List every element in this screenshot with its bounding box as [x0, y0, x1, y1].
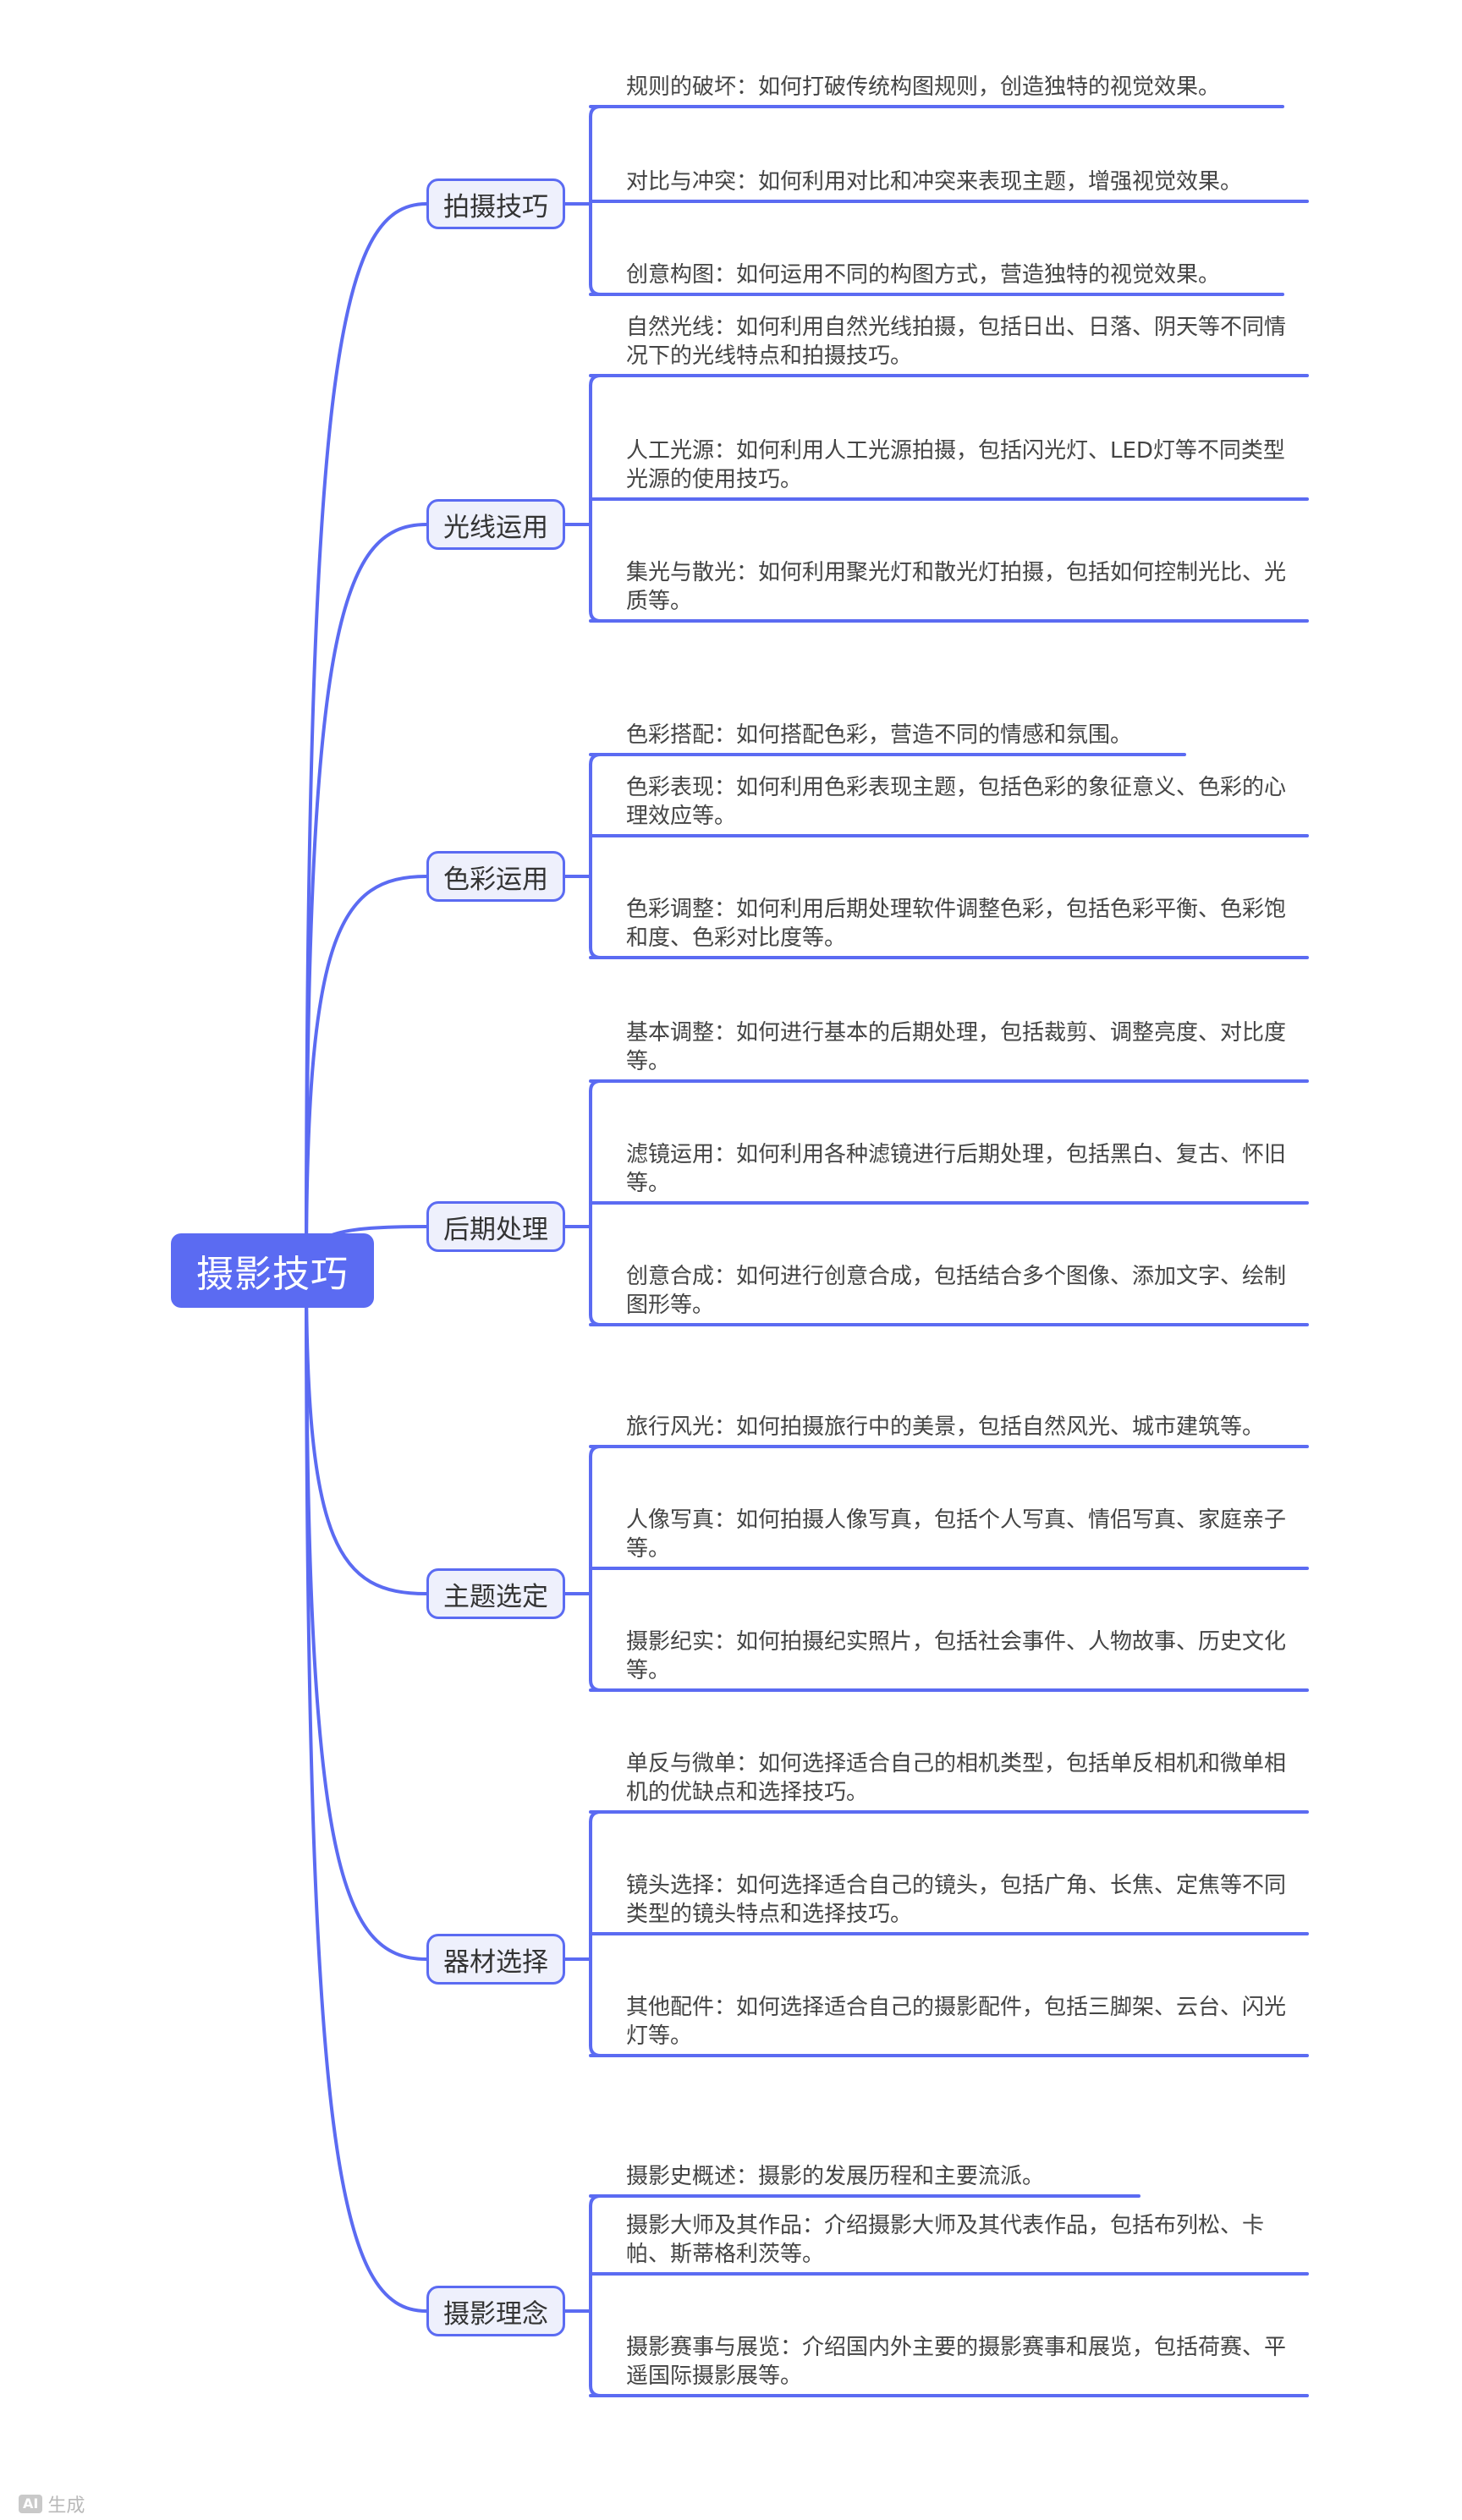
branch-topic[interactable]: 后期处理: [426, 1201, 565, 1252]
root-branch-connector: [305, 875, 428, 1272]
leaf-topic[interactable]: 旅行风光：如何拍摄旅行中的美景，包括自然风光、城市建筑等。: [626, 1414, 1265, 1440]
watermark-text: 生成: [47, 2495, 85, 2517]
leaf-topic[interactable]: 镜头选择：如何选择适合自己的镜头，包括广角、长焦、定焦等不同类型的镜头特点和选择…: [626, 1873, 1287, 1927]
leaf-topic[interactable]: 摄影大师及其作品：介绍摄影大师及其代表作品，包括布列松、卡帕、斯蒂格利茨等。: [626, 2213, 1265, 2267]
leaf-topic[interactable]: 色彩表现：如何利用色彩表现主题，包括色彩的象征意义、色彩的心理效应等。: [626, 775, 1287, 829]
root-branch-connector: [305, 1269, 428, 1961]
leaf-topic[interactable]: 人像写真：如何拍摄人像写真，包括个人写真、情侣写真、家庭亲子等。: [626, 1507, 1287, 1562]
leaf-topic[interactable]: 摄影纪实：如何拍摄纪实照片，包括社会事件、人物故事、历史文化等。: [626, 1629, 1287, 1683]
branch-topic[interactable]: 色彩运用: [426, 851, 565, 902]
root-branch-connector: [305, 1269, 428, 2313]
branch-topic[interactable]: 摄影理念: [426, 2286, 565, 2336]
branch-topic[interactable]: 器材选择: [426, 1934, 565, 1985]
leaf-topic[interactable]: 滤镜运用：如何利用各种滤镜进行后期处理，包括黑白、复古、怀旧等。: [626, 1142, 1287, 1196]
leaf-topic[interactable]: 其他配件：如何选择适合自己的摄影配件，包括三脚架、云台、闪光灯等。: [626, 1995, 1287, 2049]
root-branch-connector: [305, 1269, 428, 1595]
ai-watermark: AI 生成: [19, 2490, 85, 2517]
leaf-topic[interactable]: 规则的破坏：如何打破传统构图规则，创造独特的视觉效果。: [626, 74, 1221, 100]
branch-topic[interactable]: 光线运用: [426, 499, 565, 550]
leaf-topic[interactable]: 创意合成：如何进行创意合成，包括结合多个图像、添加文字、绘制图形等。: [626, 1264, 1287, 1318]
branch-topic[interactable]: 主题选定: [426, 1568, 565, 1619]
leaf-topic[interactable]: 创意构图：如何运用不同的构图方式，营造独特的视觉效果。: [626, 262, 1221, 288]
leaf-topic[interactable]: 对比与冲突：如何利用对比和冲突来表现主题，增强视觉效果。: [626, 169, 1243, 195]
leaf-topic[interactable]: 色彩搭配：如何搭配色彩，营造不同的情感和氛围。: [626, 722, 1133, 748]
leaf-topic[interactable]: 人工光源：如何利用人工光源拍摄，包括闪光灯、LED灯等不同类型光源的使用技巧。: [626, 438, 1285, 492]
leaf-topic[interactable]: 摄影赛事与展览：介绍国内外主要的摄影赛事和展览，包括荷赛、平遥国际摄影展等。: [626, 2335, 1287, 2389]
ai-badge: AI: [19, 2495, 43, 2513]
leaf-topic[interactable]: 基本调整：如何进行基本的后期处理，包括裁剪、调整亮度、对比度等。: [626, 1020, 1287, 1074]
leaf-topic[interactable]: 自然光线：如何利用自然光线拍摄，包括日出、日落、阴天等不同情况下的光线特点和拍摄…: [626, 315, 1287, 369]
root-topic[interactable]: 摄影技巧: [171, 1233, 374, 1308]
leaf-topic[interactable]: 集光与散光：如何利用聚光灯和散光灯拍摄，包括如何控制光比、光质等。: [626, 560, 1287, 614]
root-branch-connector: [305, 202, 428, 1272]
leaf-topic[interactable]: 单反与微单：如何选择适合自己的相机类型，包括单反相机和微单相机的优缺点和选择技巧…: [626, 1751, 1287, 1805]
root-branch-connector: [305, 523, 428, 1272]
leaf-topic[interactable]: 色彩调整：如何利用后期处理软件调整色彩，包括色彩平衡、色彩饱和度、色彩对比度等。: [626, 897, 1287, 951]
leaf-topic[interactable]: 摄影史概述：摄影的发展历程和主要流派。: [626, 2164, 1045, 2189]
branch-topic[interactable]: 拍摄技巧: [426, 178, 565, 229]
